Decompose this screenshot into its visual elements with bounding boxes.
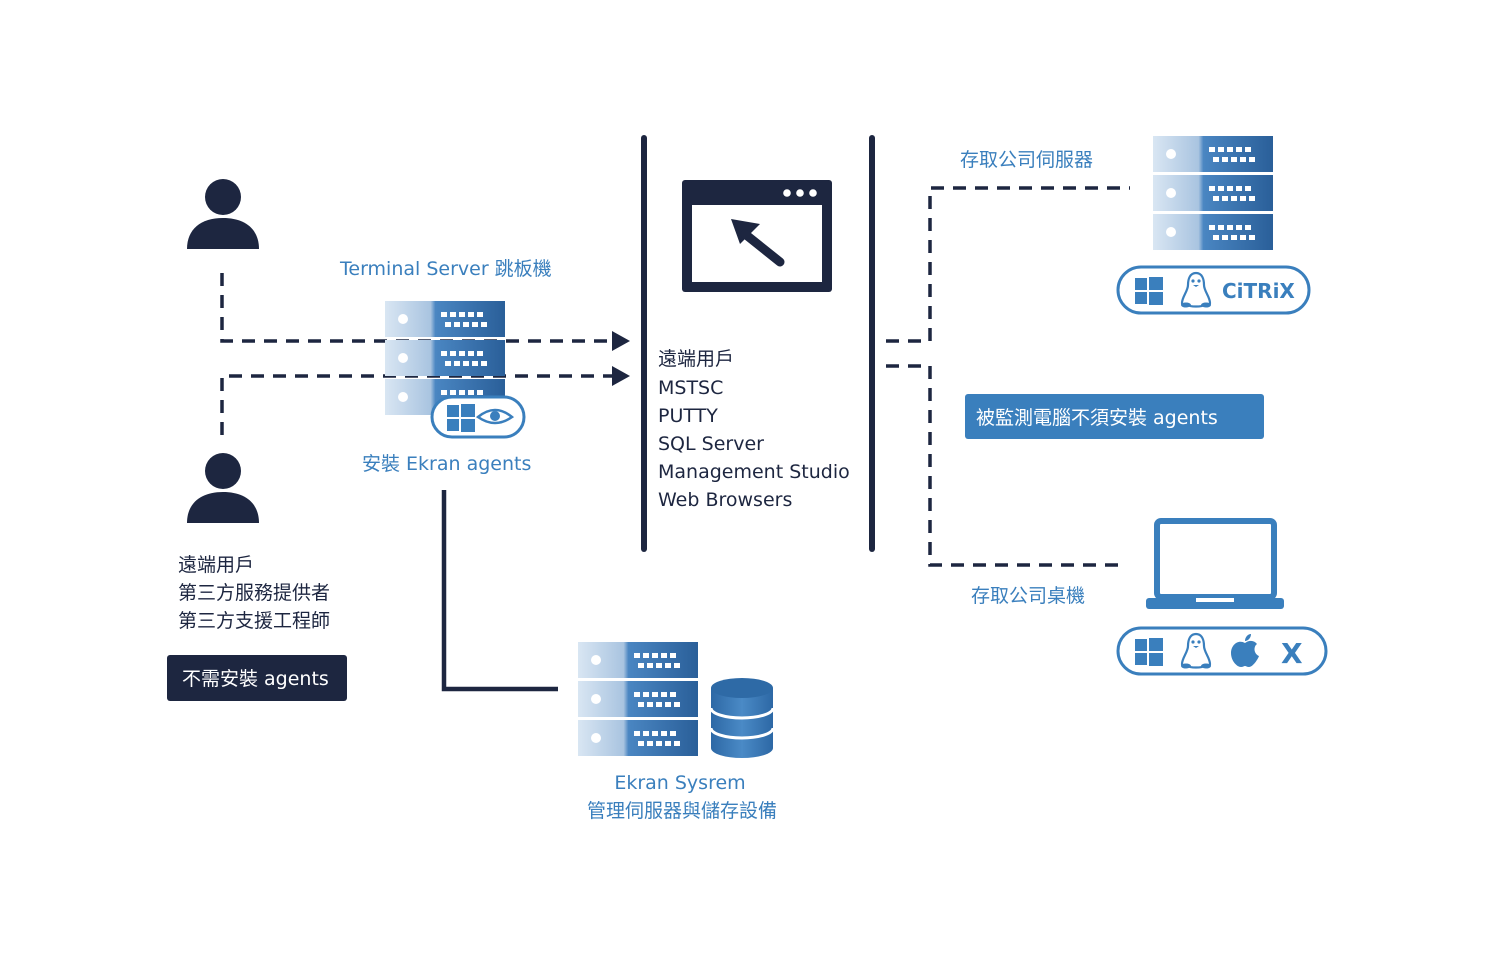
- monitored-note-label: 被監測電腦不須安裝 agents: [976, 407, 1218, 429]
- cursor-arrow-icon: [731, 219, 785, 267]
- session-app-line: SQL Server: [658, 433, 764, 455]
- session-app-line: Management Studio: [658, 461, 850, 483]
- no-agent-badge-label: 不需安裝 agents: [182, 668, 329, 690]
- session-app-line: PUTTY: [658, 405, 718, 427]
- remote-user-line: 第三方支援工程師: [178, 610, 330, 632]
- line-agent-to-ekran-system: [441, 490, 558, 692]
- remote-user-line: 第三方服務提供者: [178, 582, 330, 604]
- remote-user-icon-2: [187, 453, 259, 523]
- dashed-line-to-company-server: [886, 186, 1130, 343]
- x-icon: X: [1281, 637, 1303, 670]
- agent-installed-label: 安裝 Ekran agents: [362, 453, 531, 475]
- monitored-note-badge: 被監測電腦不須安裝 agents: [965, 394, 1264, 439]
- eye-icon: [475, 408, 515, 425]
- remote-user-line: 遠端用戶: [178, 554, 254, 576]
- company-server-icon: [1153, 136, 1273, 250]
- terminal-server-title: Terminal Server 跳板機: [339, 258, 552, 280]
- dashed-line-to-company-desktop: [886, 364, 1122, 567]
- session-app-line: MSTSC: [658, 377, 723, 399]
- remote-users-text: 遠端用戶 第三方服務提供者 第三方支援工程師: [178, 554, 330, 632]
- arrowhead-user1: [612, 331, 630, 351]
- company-server-label: 存取公司伺服器: [960, 149, 1093, 171]
- browser-window-icon: [682, 180, 832, 292]
- dashed-line-user1-to-session: [220, 273, 612, 343]
- citrix-icon: CiTRiX: [1222, 279, 1295, 303]
- server-os-pill: CiTRiX: [1116, 265, 1311, 315]
- remote-user-icon-1: [187, 179, 259, 249]
- company-desktop-label: 存取公司桌機: [971, 585, 1085, 607]
- ekran-server-icon: [578, 642, 698, 756]
- session-app-line: 遠端用戶: [658, 348, 734, 370]
- session-apps-list: 遠端用戶 MSTSC PUTTY SQL Server Management S…: [658, 348, 850, 511]
- ekran-system-title: Ekran Sysrem: [614, 772, 745, 794]
- no-agent-badge: 不需安裝 agents: [167, 655, 347, 701]
- ekran-system-subtitle: 管理伺服器與儲存設備: [587, 800, 777, 822]
- database-icon: [709, 678, 775, 758]
- session-app-line: Web Browsers: [658, 489, 792, 511]
- agent-os-pill: [430, 395, 526, 439]
- laptop-icon: [1146, 518, 1284, 609]
- apple-icon: [1231, 634, 1259, 667]
- desktop-os-pill: X: [1116, 626, 1328, 676]
- arrowhead-user2: [612, 366, 630, 386]
